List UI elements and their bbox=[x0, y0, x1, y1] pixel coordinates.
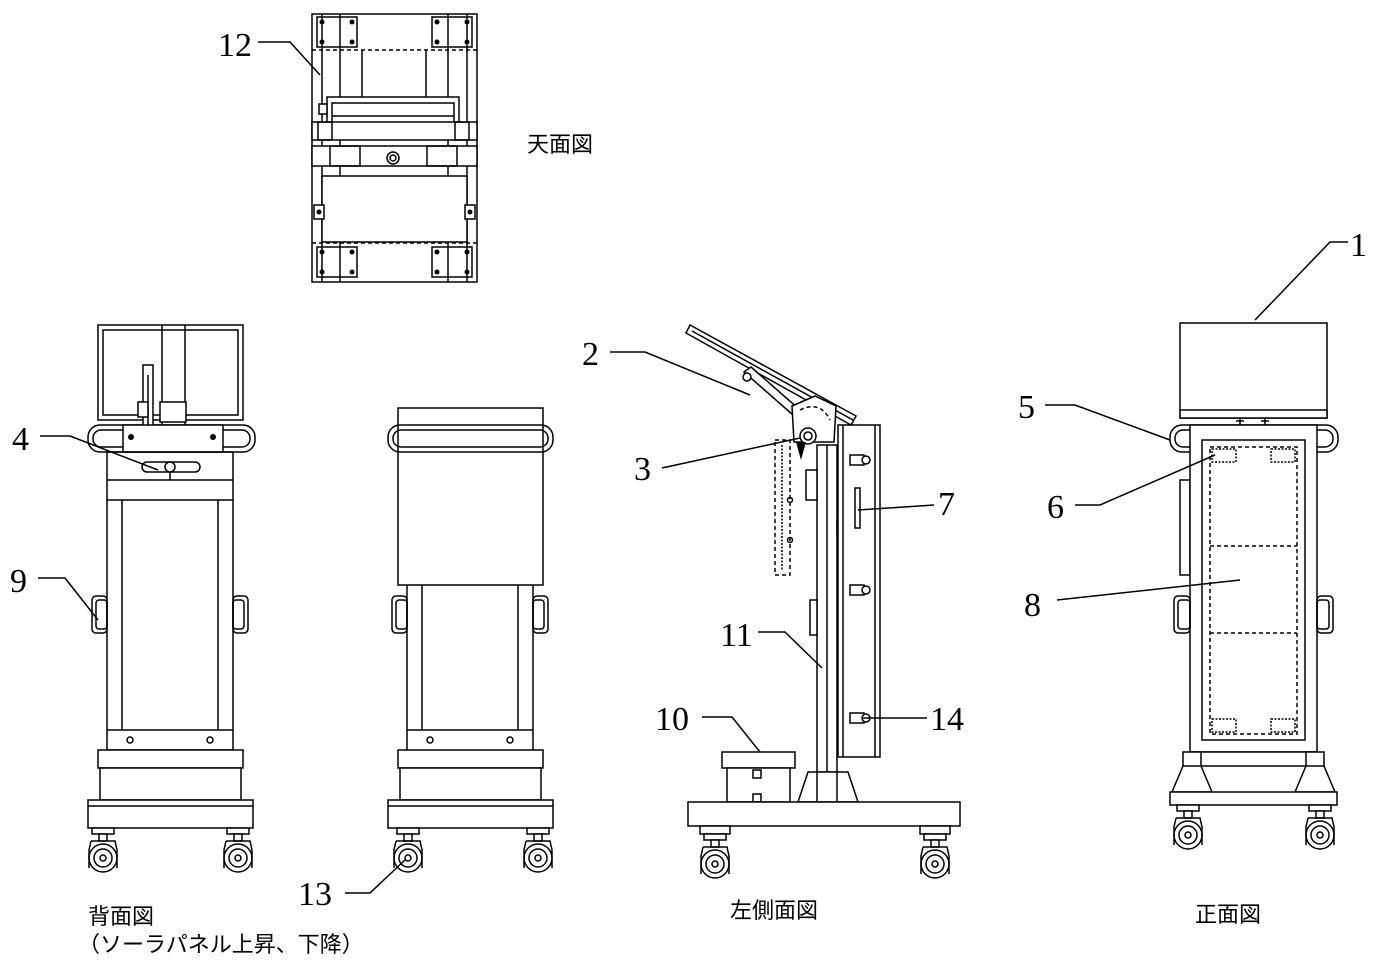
lowered-base bbox=[387, 749, 554, 829]
side-base bbox=[687, 801, 961, 835]
front-side-handles bbox=[1173, 595, 1334, 634]
caption-back-view-note: （ソーラパネル上昇、下降） bbox=[78, 933, 364, 958]
lowered-side-handles bbox=[391, 595, 549, 634]
caption-back-view: 背面図 bbox=[88, 905, 154, 930]
side-panel-strut bbox=[742, 366, 802, 416]
back-view-lowered bbox=[387, 407, 554, 873]
leader-6 bbox=[1075, 454, 1216, 506]
side-post bbox=[805, 444, 844, 801]
label-12: 12 bbox=[218, 27, 252, 64]
label-7: 7 bbox=[938, 486, 955, 523]
label-8: 8 bbox=[1024, 587, 1041, 624]
leader-2 bbox=[610, 351, 751, 396]
side-tilt-hinge bbox=[791, 395, 837, 460]
label-9: 9 bbox=[10, 563, 27, 600]
lowered-handle-bar bbox=[387, 424, 554, 453]
front-caster-left bbox=[1173, 804, 1203, 850]
caption-top-view: 天面図 bbox=[527, 133, 593, 158]
front-base bbox=[1169, 751, 1338, 806]
front-body bbox=[1189, 424, 1318, 753]
left-side-view bbox=[685, 323, 961, 879]
back-view-top-plate bbox=[122, 424, 224, 453]
front-solar-panel bbox=[1179, 322, 1328, 419]
view-captions: 天面図 背面図 （ソーラパネル上昇、下降） 左側面図 正面図 bbox=[78, 133, 1261, 958]
label-6: 6 bbox=[1047, 489, 1064, 526]
back-view-caster-right bbox=[223, 827, 253, 873]
reference-numbers: 1 2 3 4 5 6 7 8 9 10 11 12 13 14 bbox=[10, 27, 1367, 913]
back-view-side-handles bbox=[91, 595, 249, 634]
back-view-caster-left bbox=[88, 827, 118, 873]
leader-12 bbox=[258, 41, 321, 76]
leader-9 bbox=[38, 577, 99, 621]
side-caster-front bbox=[920, 833, 950, 879]
leader-3 bbox=[661, 437, 801, 469]
label-3: 3 bbox=[634, 451, 651, 488]
label-10: 10 bbox=[655, 701, 689, 738]
caption-front-view: 正面図 bbox=[1195, 903, 1261, 928]
label-4: 4 bbox=[12, 421, 29, 458]
back-view-base bbox=[87, 749, 254, 829]
top-view bbox=[311, 13, 478, 283]
side-lowered-position-outline bbox=[774, 439, 794, 576]
caption-left-side-view: 左側面図 bbox=[730, 899, 818, 924]
leader-10 bbox=[702, 716, 761, 753]
front-battery-mounts bbox=[1211, 448, 1296, 733]
leader-7 bbox=[857, 504, 935, 511]
lowered-solar-panel bbox=[397, 407, 544, 586]
leader-11 bbox=[758, 631, 823, 669]
back-view-column bbox=[106, 451, 234, 751]
side-caster-rear bbox=[700, 833, 730, 879]
label-2: 2 bbox=[582, 336, 599, 373]
label-5: 5 bbox=[1018, 389, 1035, 426]
leader-5 bbox=[1045, 404, 1171, 441]
leader-1 bbox=[1254, 241, 1348, 321]
top-view-corner-pads bbox=[316, 16, 473, 278]
label-1: 1 bbox=[1350, 227, 1367, 264]
front-caster-right bbox=[1305, 804, 1335, 850]
top-view-lower-plate bbox=[313, 175, 476, 243]
back-view-crank-lever bbox=[141, 461, 201, 480]
leader-13 bbox=[345, 859, 406, 894]
leader-4 bbox=[40, 435, 159, 471]
top-view-slider bbox=[311, 96, 478, 167]
leader-8 bbox=[1056, 579, 1241, 601]
front-view bbox=[1169, 322, 1339, 850]
lowered-caster-right bbox=[523, 827, 553, 873]
front-side-box bbox=[1179, 479, 1191, 576]
front-connectors bbox=[1236, 418, 1269, 426]
label-11: 11 bbox=[720, 617, 753, 654]
label-13: 13 bbox=[298, 876, 332, 913]
back-view bbox=[87, 324, 256, 873]
side-battery-box bbox=[721, 751, 796, 803]
label-14: 14 bbox=[930, 701, 964, 738]
lowered-column bbox=[406, 585, 534, 750]
leader-lines bbox=[38, 41, 1348, 894]
